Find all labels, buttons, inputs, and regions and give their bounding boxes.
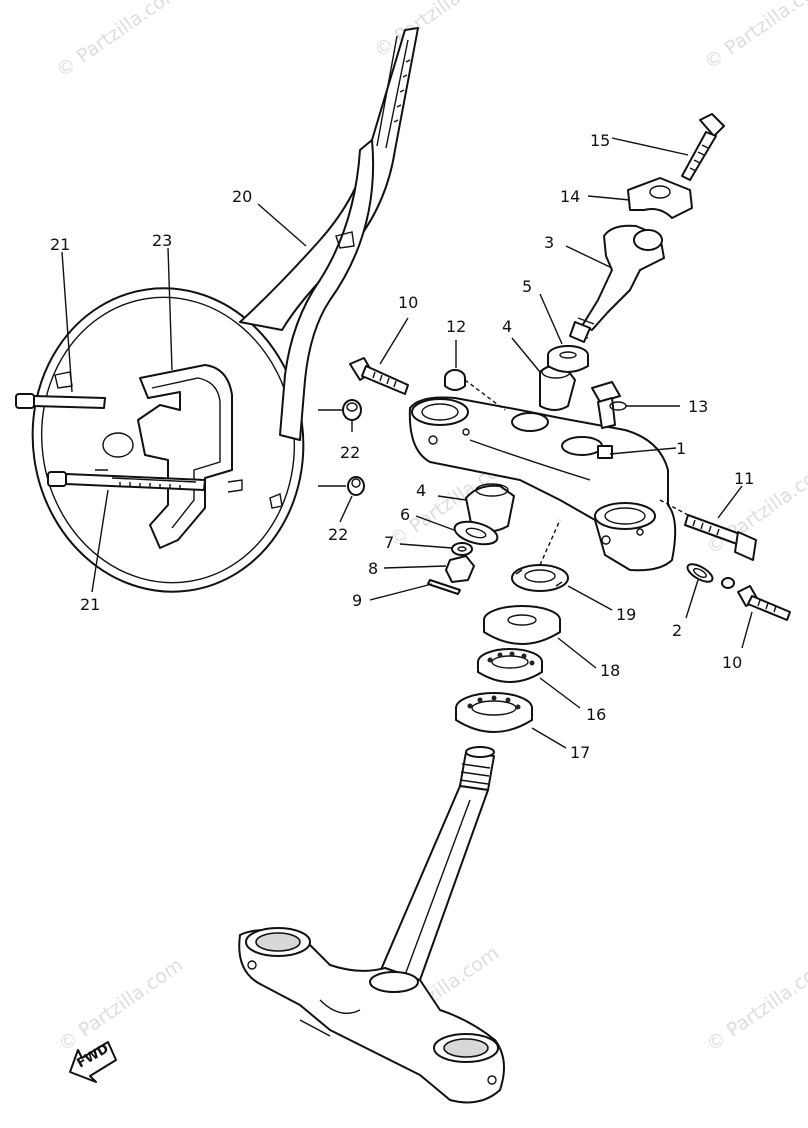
leader-lines xyxy=(61,137,753,749)
callout-10-lower: 10 xyxy=(722,653,742,672)
damper-4-lower xyxy=(465,483,515,533)
callout-16: 16 xyxy=(586,705,606,724)
upper-bracket xyxy=(408,396,677,572)
callout-9: 9 xyxy=(352,591,362,610)
callout-4-lower: 4 xyxy=(416,481,426,500)
callout-11: 11 xyxy=(734,469,754,488)
callout-7: 7 xyxy=(384,533,394,552)
callout-1: 1 xyxy=(676,439,686,458)
callout-6: 6 xyxy=(400,505,410,524)
washer-2 xyxy=(686,563,735,589)
watermark-bottom-left: © Partzilla.com xyxy=(54,954,187,1056)
callout-10-upper: 10 xyxy=(398,293,418,312)
callout-21-upper: 21 xyxy=(50,235,70,254)
callout-21-lower: 21 xyxy=(80,595,100,614)
bearing-16 xyxy=(477,648,543,683)
callout-20: 20 xyxy=(232,187,252,206)
washer-7 xyxy=(451,542,473,556)
cable-tie-upper xyxy=(15,393,106,409)
grommet-lower xyxy=(318,476,365,496)
upper-holder-14 xyxy=(627,177,693,219)
callout-5: 5 xyxy=(522,277,532,296)
plate-numeral-outline xyxy=(137,364,233,549)
grommet-upper xyxy=(318,399,362,421)
watermark-top-center: © Partzilla.com xyxy=(370,0,503,62)
collar-5 xyxy=(547,345,589,373)
callout-22-lower: 22 xyxy=(328,525,348,544)
collar-12 xyxy=(444,369,506,411)
watermark-top-left: © Partzilla.com xyxy=(52,0,185,82)
bolt-13 xyxy=(591,381,627,429)
callout-15: 15 xyxy=(590,131,610,150)
washer-6 xyxy=(453,520,499,546)
callout-22-upper: 22 xyxy=(340,443,360,462)
bolt-11 xyxy=(659,499,757,561)
callout-3: 3 xyxy=(544,233,554,252)
callout-23: 23 xyxy=(152,231,172,250)
callout-13: 13 xyxy=(688,397,708,416)
bearing-17 xyxy=(455,692,533,733)
watermark-top-right: © Partzilla.com xyxy=(700,0,808,74)
callout-4-upper: 4 xyxy=(502,317,512,336)
callout-14: 14 xyxy=(560,187,580,206)
callout-2: 2 xyxy=(672,621,682,640)
bolt-10-lower xyxy=(737,585,791,621)
bolt-10-upper xyxy=(349,357,409,395)
callout-19: 19 xyxy=(616,605,636,624)
under-bracket-stem xyxy=(238,746,505,1104)
callout-17: 17 xyxy=(570,743,590,762)
callout-8: 8 xyxy=(368,559,378,578)
handlebar-holder-3 xyxy=(569,224,665,343)
nut-8 xyxy=(445,555,475,583)
callout-12: 12 xyxy=(446,317,466,336)
bolt-15 xyxy=(681,113,725,181)
watermark-bottom-right: © Partzilla.com xyxy=(702,954,808,1056)
cotter-pin-9 xyxy=(427,579,461,595)
plate-strap xyxy=(239,27,419,441)
cable-tie-lower xyxy=(47,471,243,493)
ring-nut-19 xyxy=(511,519,569,592)
callouts: 1 2 3 4 4 5 6 7 8 9 10 10 11 12 13 14 15… xyxy=(50,131,754,762)
bearing-cover-18 xyxy=(483,605,561,645)
callout-18: 18 xyxy=(600,661,620,680)
